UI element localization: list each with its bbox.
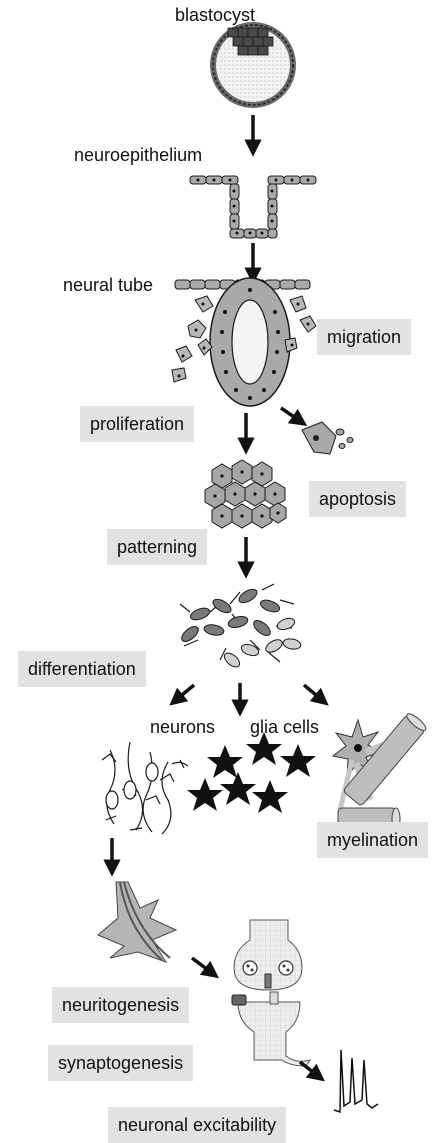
arrow-apoptosis: [281, 408, 300, 421]
arrow-to-myelination: [304, 685, 322, 700]
blastocyst-label: blastocyst: [175, 4, 255, 26]
myelination-box: myelination: [317, 822, 428, 858]
synaptogenesis-box: synaptogenesis: [48, 1045, 193, 1081]
glia-cells-label: glia cells: [250, 716, 319, 738]
growth-cone-illustration: [98, 882, 176, 962]
neuroepithelium-label: neuroepithelium: [74, 144, 202, 166]
patterning-box: patterning: [107, 529, 207, 565]
blastocyst-illustration: [210, 22, 296, 108]
synapse-illustration: [232, 920, 310, 1066]
migration-box: migration: [317, 319, 411, 355]
neuroepithelium-illustration: [190, 176, 316, 238]
arrow-to-excitability: [300, 1062, 318, 1076]
myelination-illustration: [333, 711, 428, 830]
arrow-to-synapse: [192, 958, 212, 973]
neural-tube-illustration: [172, 278, 316, 406]
glia-cells-illustration: [187, 732, 316, 813]
proliferating-cells-illustration: [205, 460, 286, 528]
apoptotic-cell-illustration: [302, 422, 353, 454]
apoptosis-box: apoptosis: [309, 481, 406, 517]
neuritogenesis-box: neuritogenesis: [52, 987, 189, 1023]
neural-tube-label: neural tube: [63, 274, 153, 296]
neurons-illustration: [102, 742, 188, 834]
action-potential-trace: [334, 1050, 378, 1112]
neuronal-excitability-box: neuronal excitability: [108, 1107, 286, 1143]
patterned-cells-illustration: [179, 584, 302, 670]
proliferation-box: proliferation: [80, 406, 194, 442]
neurons-label: neurons: [150, 716, 215, 738]
differentiation-box: differentiation: [18, 651, 146, 687]
arrow-to-neurons: [176, 685, 194, 700]
